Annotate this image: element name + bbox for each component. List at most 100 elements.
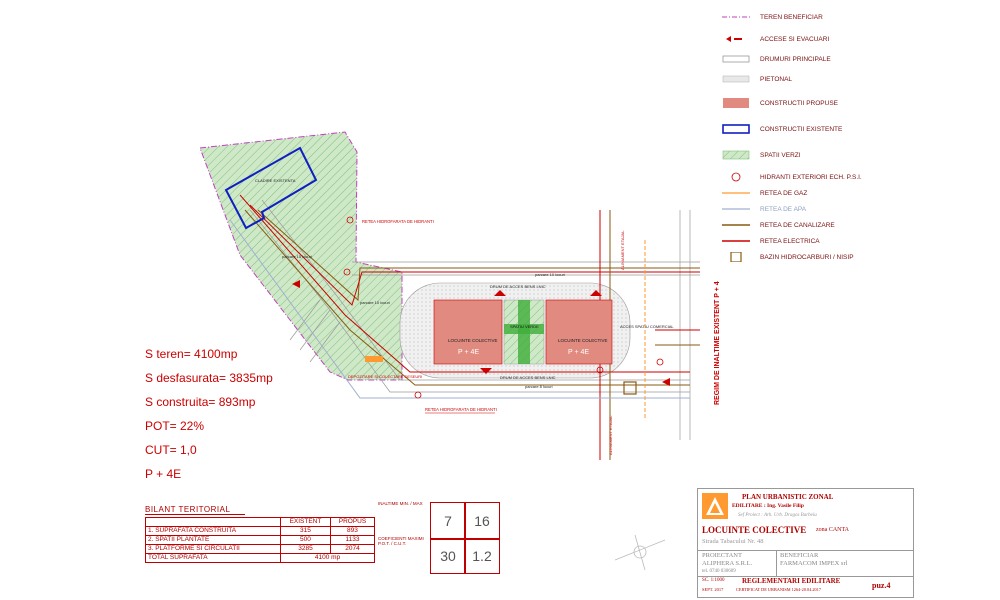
- green-center-label: SPATIU VERDE: [510, 324, 539, 329]
- legend-row: RETEA DE CANALIZARE: [722, 220, 835, 230]
- legend-row: HIDRANTI EXTERIORI ECH. P.S.I.: [722, 172, 862, 182]
- scale: SC. 1:1000: [702, 578, 725, 583]
- stat-desfasurata: S desfasurata= 3835mp: [145, 371, 273, 385]
- legend-row: CONSTRUCTII EXISTENTE: [722, 124, 842, 134]
- bilant-cell: 1133: [329, 535, 376, 545]
- title-block: PLAN URBANISTIC ZONAL EDILITARE : Ing. V…: [697, 488, 914, 598]
- table-row: 3. PLATFORME SI CIRCULATII 3285 2074: [145, 544, 376, 554]
- basin: [623, 381, 637, 395]
- drawing-title: REGLEMENTARI EDILITARE: [742, 577, 841, 585]
- bilant-cell: 3285: [280, 544, 331, 554]
- architect-logo-icon: [702, 493, 728, 519]
- bilant-cell: 3. PLATFORME SI CIRCULATII: [145, 544, 281, 554]
- bilant-total-label: TOTAL SUPRAFATA: [145, 553, 281, 563]
- existing-building-icon: [722, 124, 750, 134]
- sewer-line-icon: [722, 224, 750, 226]
- water-line-icon: [722, 208, 750, 210]
- bilant-header-row: EXISTENT PROPUS: [145, 517, 376, 527]
- alignment-top-label: ALINIAMENT ETAJAL: [620, 230, 625, 270]
- parking-left-top-label: parcare 15 locuri: [282, 254, 312, 259]
- gas-line-icon: [722, 192, 750, 194]
- legend-label: CONSTRUCTII PROPUSE: [760, 99, 839, 107]
- block-left-label: LOCUINTE COLECTIVE: [448, 338, 498, 343]
- basin-icon: [730, 252, 742, 262]
- indicator-pot: 30: [430, 538, 466, 574]
- indicator-height-min: 7: [430, 502, 466, 540]
- hydrant-icon: [731, 172, 741, 182]
- waste-collection: [365, 356, 383, 362]
- indicator-height-label: INALTIME MIN. / MAX: [378, 501, 423, 506]
- legend-label: RETEA DE GAZ: [760, 189, 808, 197]
- indicator-height-max: 16: [464, 502, 500, 540]
- boundary-line-icon: [722, 16, 750, 18]
- parking-top-label: parcare 10 locuri: [535, 272, 565, 277]
- alignment-bottom-label: ALINIAMENT ETAJAL: [608, 415, 613, 455]
- bilant-header: EXISTENT: [280, 517, 331, 527]
- table-row: 2. SPATII PLANTATE 500 1133: [145, 535, 376, 545]
- bilant-cell: 1. SUPRAFATA CONSTRUITA: [145, 526, 281, 536]
- table-row: 1. SUPRAFATA CONSTRUITA 315 893: [145, 526, 376, 536]
- waste-label: DEPOZITARE SI COLECTARE DESEURI: [348, 374, 422, 379]
- block-right-label: LOCUINTE COLECTIVE: [558, 338, 608, 343]
- legend-label: ACCESE SI EVACUARI: [760, 35, 830, 43]
- indicator-cut: 1.2: [464, 538, 500, 574]
- legend-label: DRUMURI PRINCIPALE: [760, 55, 831, 63]
- legend-label: PIETONAL: [760, 75, 793, 83]
- stat-cut: CUT= 1,0: [145, 443, 197, 457]
- designer-label: PROIECTANT: [702, 552, 742, 559]
- legend-label: HIDRANTI EXTERIORI ECH. P.S.I.: [760, 173, 862, 181]
- legend-label: TEREN BENEFICIAR: [760, 13, 823, 21]
- beneficiary-name: FARMACOM IMPEX srl: [780, 560, 848, 567]
- electric-line-icon: [722, 240, 750, 242]
- proposed-building-icon: [723, 98, 749, 108]
- bilant-cell: 2. SPATII PLANTATE: [145, 535, 281, 545]
- sheet-number: puz.4: [872, 581, 891, 590]
- project-zone: zona CANTA: [816, 527, 850, 533]
- stat-pot: POT= 22%: [145, 419, 205, 433]
- proposed-building-left: [433, 299, 503, 365]
- bilant-total-value: 4100 mp: [280, 553, 375, 563]
- bilant-table: EXISTENT PROPUS 1. SUPRAFATA CONSTRUITA …: [145, 517, 376, 563]
- bilant-cell: 2074: [329, 544, 376, 554]
- project-lead: Sef Proiect : Arh. Urb. Dragos Barbeiu: [738, 513, 817, 518]
- block-left-regime: P + 4E: [458, 349, 479, 356]
- legend-row: RETEA DE GAZ: [722, 188, 807, 198]
- legend-label: BAZIN HIDROCARBURI / NISIP: [760, 253, 854, 261]
- hydrants: [343, 216, 664, 399]
- existing-building: [224, 146, 318, 230]
- block-right-regime: P + 4E: [568, 349, 589, 356]
- access-road-bottom-label: DRUM DE ACCES BENS LNIC: [500, 375, 556, 380]
- hydrant-network-bottom-label: RETEA HIDROFARATA DE HIDRANTI: [425, 407, 497, 412]
- access-arrow-icon: [726, 36, 742, 42]
- green-space-icon: [722, 150, 750, 160]
- designer-name: ALIPHERA S.R.L.: [702, 560, 753, 567]
- legend-label: RETEA ELECTRICA: [760, 237, 820, 245]
- project-street: Strada Tabacului Nr. 48: [702, 538, 764, 545]
- access-road-top-label: DRUM DE ACCES BENS LNIC: [490, 284, 546, 289]
- designer-tel: tel. 0740 030609: [702, 569, 736, 574]
- legend-row: RETEA DE APA: [722, 204, 806, 214]
- certificate: CERTIFICAT DE URBANISM 1264-20.04.2017: [736, 587, 822, 592]
- plan-title: PLAN URBANISTIC ZONAL: [742, 493, 834, 501]
- stat-regim: P + 4E: [145, 467, 182, 481]
- stat-teren: S teren= 4100mp: [145, 347, 238, 361]
- access-arrows: [292, 280, 670, 386]
- date: SEPT. 2017: [702, 587, 724, 592]
- bilant-cell: 893: [329, 526, 376, 536]
- site-statistics: S teren= 4100mp S desfasurata= 3835mp S …: [145, 342, 273, 486]
- existing-building-label: CLADIRE EXISTENTA: [255, 178, 296, 183]
- bilant-title: BILANT TERITORIAL: [145, 505, 245, 515]
- legend-row: CONSTRUCTII PROPUSE: [722, 98, 838, 108]
- main-roads: [249, 199, 700, 440]
- table-row: TOTAL SUPRAFATA 4100 mp: [145, 553, 375, 563]
- legend-row: BAZIN HIDROCARBURI / NISIP: [722, 252, 854, 262]
- road-box-icon: [722, 55, 750, 63]
- legend-row: PIETONAL: [722, 74, 792, 84]
- parking-left-label: parcare 10 locuri: [360, 300, 390, 305]
- beneficiary-label: BENEFICIAR: [780, 552, 819, 559]
- parking-bottom-label: parcare 8 locuri: [525, 384, 553, 389]
- bilant-header: PROPUS: [329, 517, 376, 527]
- editor-line: EDILITARE : Ing. Vasile Filip: [732, 503, 804, 509]
- bilant-header: [145, 517, 281, 527]
